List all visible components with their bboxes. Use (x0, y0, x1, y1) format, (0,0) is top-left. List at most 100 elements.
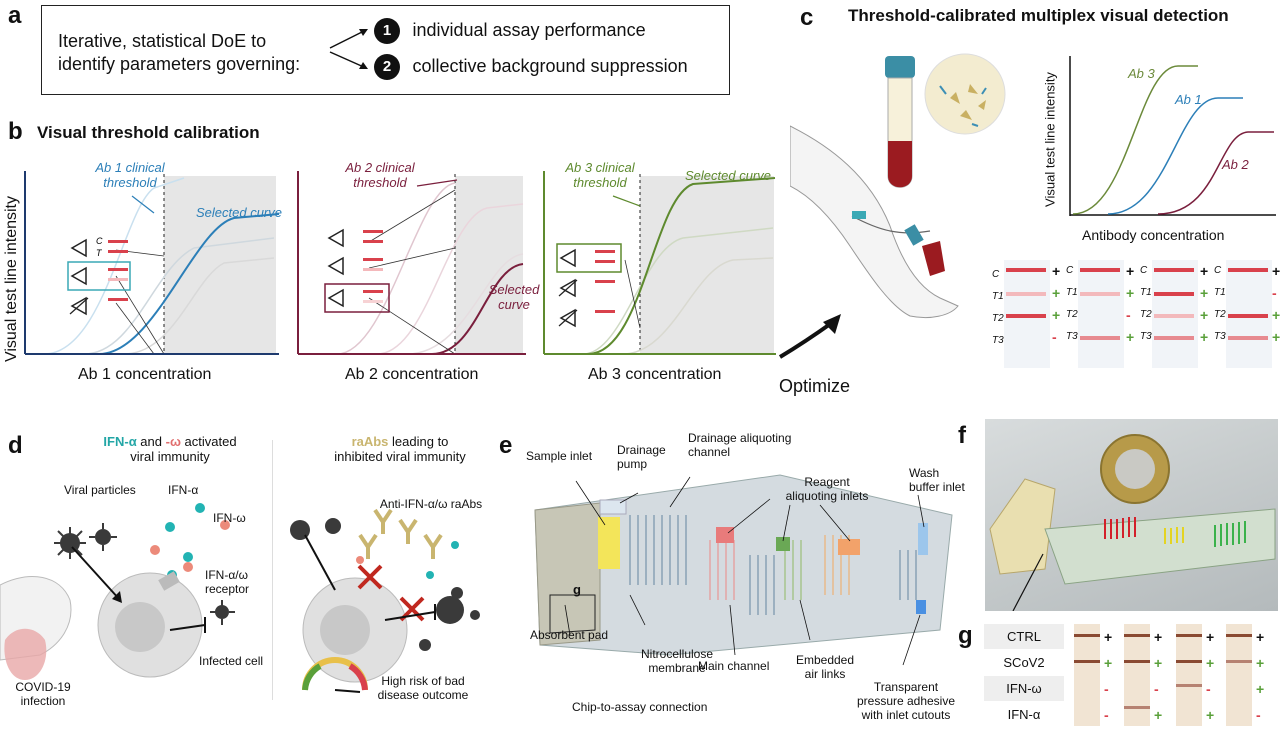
panel-c-title: Threshold-calibrated multiplex visual de… (848, 6, 1229, 25)
reagent-inlet-green (776, 537, 790, 551)
ab1-curve (1107, 97, 1243, 215)
reagent-inlet-orange (838, 539, 860, 555)
omega-label: -ω (165, 434, 181, 449)
c-result: + (1052, 285, 1061, 301)
g-result: + (1256, 655, 1265, 671)
device-photo (985, 419, 1278, 612)
tube-cap-icon (885, 56, 915, 78)
ab3-selected-curve (587, 177, 776, 355)
c-result: + (1272, 329, 1280, 345)
chip-illustration (534, 474, 953, 666)
panel-c-strip-grid: C T1 T2 T3 C T1 T2 T3 C T1 T2 T3 C T1 T2… (980, 258, 1280, 370)
strip-icons-ab2 (324, 228, 390, 313)
inhibited-label: inhibited viral immunity (334, 449, 466, 464)
chip-to-assay-label: Chip-to-assay connection (572, 700, 708, 714)
panel-c-ab2-label: Ab 2 (1222, 157, 1249, 172)
c-row-label: C (1066, 265, 1074, 276)
blood-draw-illustration (790, 53, 1006, 319)
panel-d-letter: d (8, 432, 23, 459)
ab2-selected-curve (431, 263, 524, 355)
g-marker-label: g (573, 582, 581, 597)
ab2-xlabel: Ab 2 concentration (345, 366, 479, 383)
strip-label-c: C (96, 236, 103, 246)
g-strip (1074, 624, 1100, 726)
c-row-label: T2 (992, 313, 1004, 324)
c-row-label: C (992, 269, 1000, 280)
sample-inlet-zone (598, 517, 620, 569)
chart-ab2 (297, 171, 526, 355)
panel-c-ab3-label: Ab 3 (1128, 66, 1155, 81)
leading-label: leading to (388, 434, 449, 449)
c-row-label: T3 (1140, 331, 1152, 342)
g-result: - (1104, 681, 1109, 697)
c-result: + (1052, 307, 1061, 323)
receptor-label: IFN-α/ω receptor (205, 568, 250, 596)
ifn-omega-label: IFN-ω (213, 511, 246, 525)
number-badge-1: 1 (374, 18, 400, 44)
ifn-alpha-label: IFN-α (168, 483, 199, 497)
g-row-label: SCoV2 (1003, 655, 1045, 670)
c-row-label: T1 (1214, 287, 1226, 298)
ab3-xlabel: Ab 3 concentration (588, 366, 722, 383)
absorbent-pad-label: Absorbent pad (530, 628, 609, 642)
anti-ifn-label: Anti-IFN-α/ω raAbs (379, 497, 483, 511)
panel-d-divider (272, 440, 273, 700)
panel-a-letter: a (8, 2, 22, 29)
reagent-inlet-red (716, 527, 734, 543)
optimize-arrow-icon (778, 314, 841, 359)
panel-c-letter: c (800, 4, 814, 31)
ab2-curve (1157, 131, 1274, 215)
g-result: + (1104, 629, 1113, 645)
panel-b-ylabel: Visual test line intensity (3, 196, 20, 363)
g-result: + (1104, 655, 1113, 671)
g-result: + (1256, 629, 1265, 645)
viral-immunity-label: viral immunity (130, 449, 210, 464)
panel-d-right-title: raAbs leading to inhibited viral immunit… (315, 434, 485, 464)
nitrocellulose-label: Nitrocellulose membrane (640, 647, 714, 675)
strip-icons-ab3 (556, 243, 622, 328)
panel-d-right-illustration (290, 508, 480, 693)
c-row-label: T1 (1066, 287, 1078, 298)
g-result: - (1206, 681, 1211, 697)
c-result: - (1052, 329, 1057, 345)
strip-icons-ab1 (67, 238, 131, 316)
c-row-label: T1 (992, 291, 1004, 302)
panel-f-letter: f (958, 422, 966, 449)
panel-c-ab1-label: Ab 1 (1175, 92, 1202, 107)
ab2-threshold-label: Ab 2 clinical threshold (345, 160, 415, 190)
c-row-label: T3 (992, 335, 1004, 346)
g-strip (1124, 624, 1150, 726)
ab3-selected-label: Selected curve (685, 168, 771, 183)
c-result: + (1126, 263, 1135, 279)
optimize-label: Optimize (779, 376, 851, 396)
c-result: + (1126, 285, 1135, 301)
panel-d-left-illustration (0, 503, 235, 680)
ab2-selected-label: Selected curve (488, 282, 540, 312)
risk-label: High risk of bad disease outcome (377, 674, 469, 702)
g-row-label: IFN-ω (984, 676, 1064, 701)
panel-b-title: Visual threshold calibration (37, 123, 260, 142)
chart-ab3 (543, 171, 776, 355)
panel-a-lead: Iterative, statistical DoE to identify p… (58, 31, 301, 74)
g-strip (1226, 624, 1252, 726)
g-result: + (1256, 681, 1265, 697)
g-result: + (1154, 629, 1163, 645)
c-row-label: C (1214, 265, 1222, 276)
g-result: + (1206, 707, 1215, 723)
panel-a-item-2: 2 collective background suppression (374, 54, 688, 80)
raabs-label: raAbs (351, 434, 389, 449)
g-result: + (1206, 655, 1215, 671)
c-result: + (1126, 329, 1135, 345)
activated-label: activated (180, 434, 237, 449)
panel-g-letter: g (958, 622, 973, 649)
ab1-threshold-label: Ab 1 clinical threshold (95, 160, 165, 190)
strip-label-t: T (96, 248, 103, 258)
and-label: and (136, 434, 166, 449)
ab1-xlabel: Ab 1 concentration (78, 366, 212, 383)
viral-particles-label: Viral particles (64, 483, 136, 497)
g-row-label: CTRL (984, 624, 1064, 649)
ab3-curve (1072, 65, 1198, 215)
c-result: + (1200, 307, 1209, 323)
infected-cell-label: Infected cell (199, 654, 264, 668)
panel-g-grid: CTRL SCoV2 IFN-ω IFN-α + + - - + + - + +… (984, 624, 1278, 726)
